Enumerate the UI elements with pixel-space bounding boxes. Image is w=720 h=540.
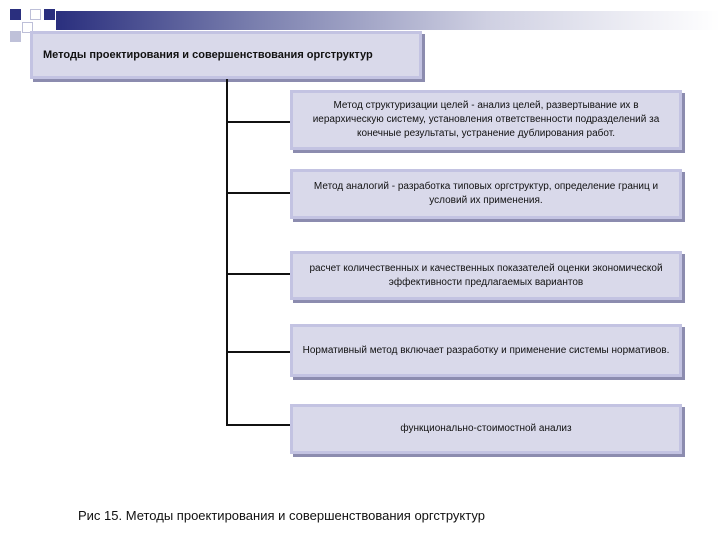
decorative-square — [10, 31, 21, 42]
method-box-efficiency-calc: расчет количественных и качественных пок… — [290, 251, 682, 300]
diagram-root-label: Методы проектирования и совершенствовани… — [43, 49, 373, 61]
method-box-label: функционально-стоимостной анализ — [400, 423, 572, 434]
decorative-title-bar — [56, 11, 720, 30]
connector-trunk-line — [226, 79, 228, 425]
connector-branch-line — [226, 121, 290, 123]
method-box-goal-structuring: Метод структуризации целей - анализ целе… — [290, 90, 682, 150]
method-box-label: Метод аналогий - разработка типовых оргс… — [313, 181, 659, 206]
method-box-label: Нормативный метод включает разработку и … — [302, 344, 670, 356]
method-box-analogy: Метод аналогий - разработка типовых оргс… — [290, 169, 682, 219]
decorative-square — [22, 22, 33, 33]
connector-branch-line — [226, 424, 290, 426]
diagram-root-box: Методы проектирования и совершенствовани… — [30, 31, 422, 79]
decorative-square — [30, 9, 41, 20]
method-box-functional-cost: функционально-стоимостной анализ — [290, 404, 682, 454]
connector-branch-line — [226, 351, 290, 353]
method-box-label: расчет количественных и качественных пок… — [309, 262, 663, 288]
connector-branch-line — [226, 273, 290, 275]
method-box-normative: Нормативный метод включает разработку и … — [290, 324, 682, 377]
decorative-square — [10, 9, 21, 20]
method-box-label: Метод структуризации целей - анализ целе… — [312, 100, 660, 139]
connector-branch-line — [226, 192, 290, 194]
figure-caption: Рис 15. Методы проектирования и совершен… — [78, 508, 485, 523]
decorative-square — [44, 9, 55, 20]
